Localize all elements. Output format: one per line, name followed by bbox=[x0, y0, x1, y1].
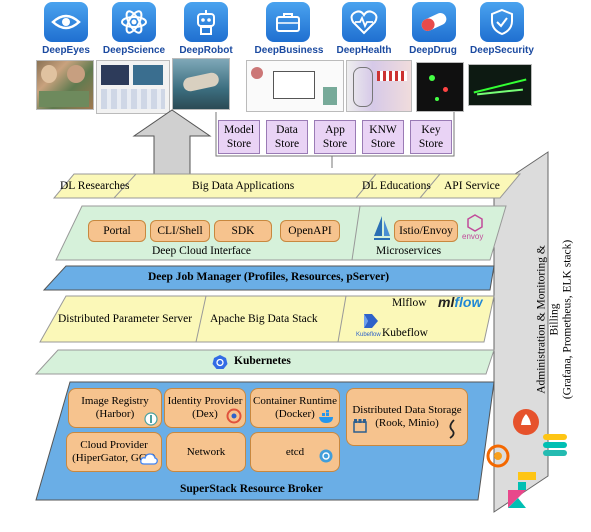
api-service-label: API Service bbox=[444, 180, 500, 192]
image-registry-box[interactable]: Image Registry (Harbor) bbox=[68, 388, 162, 428]
stores-bracket bbox=[215, 112, 455, 168]
portal-box[interactable]: Portal bbox=[88, 220, 146, 242]
harbor-icon bbox=[144, 412, 158, 426]
microservices-label: Microservices bbox=[376, 245, 442, 257]
deeprobot-thumbnail bbox=[172, 58, 230, 110]
dex-icon bbox=[226, 408, 242, 424]
dl-educations-label: DL Educations bbox=[362, 180, 431, 192]
briefcase-icon bbox=[276, 13, 300, 32]
deepscience-app-icon[interactable] bbox=[112, 2, 156, 42]
deep-cloud-interface-label: Deep Cloud Interface bbox=[152, 245, 251, 257]
app-label-deepbusiness: DeepBusiness bbox=[254, 45, 324, 56]
kubeflow-icon bbox=[364, 314, 378, 328]
cloud-provider-box[interactable]: Cloud Provider (HiperGator, GCP) bbox=[66, 432, 162, 472]
etcd-icon bbox=[319, 449, 333, 463]
superstack-resource-broker-label: SuperStack Resource Broker bbox=[180, 483, 323, 495]
deepeyes-thumbnail bbox=[36, 60, 94, 110]
mlflow-label: Mlflow bbox=[392, 297, 427, 309]
distributed-data-storage-box[interactable]: Distributed Data Storage (Rook, Minio) bbox=[346, 388, 468, 446]
app-label-deepscience: DeepScience bbox=[102, 45, 166, 56]
logstash-icon bbox=[518, 472, 536, 490]
app-label-deepsecurity: DeepSecurity bbox=[470, 45, 534, 56]
robot-icon bbox=[197, 10, 215, 35]
istio-envoy-box[interactable]: Istio/Envoy bbox=[394, 220, 458, 242]
app-label-deephealth: DeepHealth bbox=[336, 45, 392, 56]
sdk-box[interactable]: SDK bbox=[214, 220, 272, 242]
envoy-logo-text: envoy bbox=[462, 232, 484, 241]
app-label-deepeyes: DeepEyes bbox=[42, 45, 90, 56]
deepdrug-thumbnail bbox=[416, 62, 464, 112]
deepbusiness-thumbnail bbox=[246, 60, 344, 112]
deephealth-app-icon[interactable] bbox=[342, 2, 386, 42]
deepbusiness-app-icon[interactable] bbox=[266, 2, 310, 42]
shield-icon bbox=[491, 8, 513, 36]
heart-pulse-icon bbox=[350, 10, 378, 35]
deepeyes-app-icon[interactable] bbox=[44, 2, 88, 42]
up-arrow-icon bbox=[132, 109, 212, 177]
admin-panel-label: Administration & Monitoring & Billing (G… bbox=[535, 239, 574, 400]
rook-icon bbox=[353, 419, 367, 433]
docker-whale-icon bbox=[319, 410, 333, 423]
deepsecurity-thumbnail bbox=[468, 64, 532, 106]
distributed-parameter-server-label: Distributed Parameter Server bbox=[58, 313, 193, 325]
app-label-deepdrug: DeepDrug bbox=[409, 45, 457, 56]
identity-provider-box[interactable]: Identity Provider (Dex) bbox=[164, 388, 246, 428]
atom-icon bbox=[121, 10, 147, 34]
gcp-cloud-icon bbox=[140, 453, 158, 465]
big-data-applications-label: Big Data Applications bbox=[192, 180, 295, 192]
elasticsearch-icon bbox=[543, 434, 567, 456]
istio-sail-icon bbox=[374, 216, 390, 240]
kubeflow-logo-text: Kubeflow bbox=[356, 332, 381, 338]
prometheus-icon bbox=[513, 409, 539, 435]
deepscience-thumbnail bbox=[96, 60, 170, 114]
deeprobot-app-icon[interactable] bbox=[184, 2, 228, 42]
mlflow-logo: mlflow bbox=[438, 294, 483, 310]
deephealth-thumbnail bbox=[346, 60, 412, 112]
dl-researches-label: DL Researches bbox=[60, 180, 130, 192]
grafana-icon bbox=[486, 444, 510, 468]
kubernetes-label: Kubernetes bbox=[234, 355, 291, 367]
openapi-box[interactable]: OpenAPI bbox=[280, 220, 340, 242]
pill-icon bbox=[421, 13, 447, 31]
envoy-icon bbox=[467, 214, 483, 232]
minio-icon bbox=[449, 419, 455, 439]
app-label-deeprobot: DeepRobot bbox=[179, 45, 233, 56]
kubeflow-label: Kubeflow bbox=[382, 327, 428, 339]
eye-icon bbox=[51, 14, 81, 30]
container-runtime-box[interactable]: Container Runtime (Docker) bbox=[250, 388, 340, 428]
deepdrug-app-icon[interactable] bbox=[412, 2, 456, 42]
kubernetes-icon bbox=[212, 355, 228, 369]
network-box[interactable]: Network bbox=[166, 432, 246, 472]
kibana-icon bbox=[508, 490, 526, 508]
deep-job-manager-label: Deep Job Manager (Profiles, Resources, p… bbox=[148, 271, 390, 283]
cli-shell-box[interactable]: CLI/Shell bbox=[150, 220, 210, 242]
deepsecurity-app-icon[interactable] bbox=[480, 2, 524, 42]
apache-big-data-stack-label: Apache Big Data Stack bbox=[210, 313, 318, 325]
